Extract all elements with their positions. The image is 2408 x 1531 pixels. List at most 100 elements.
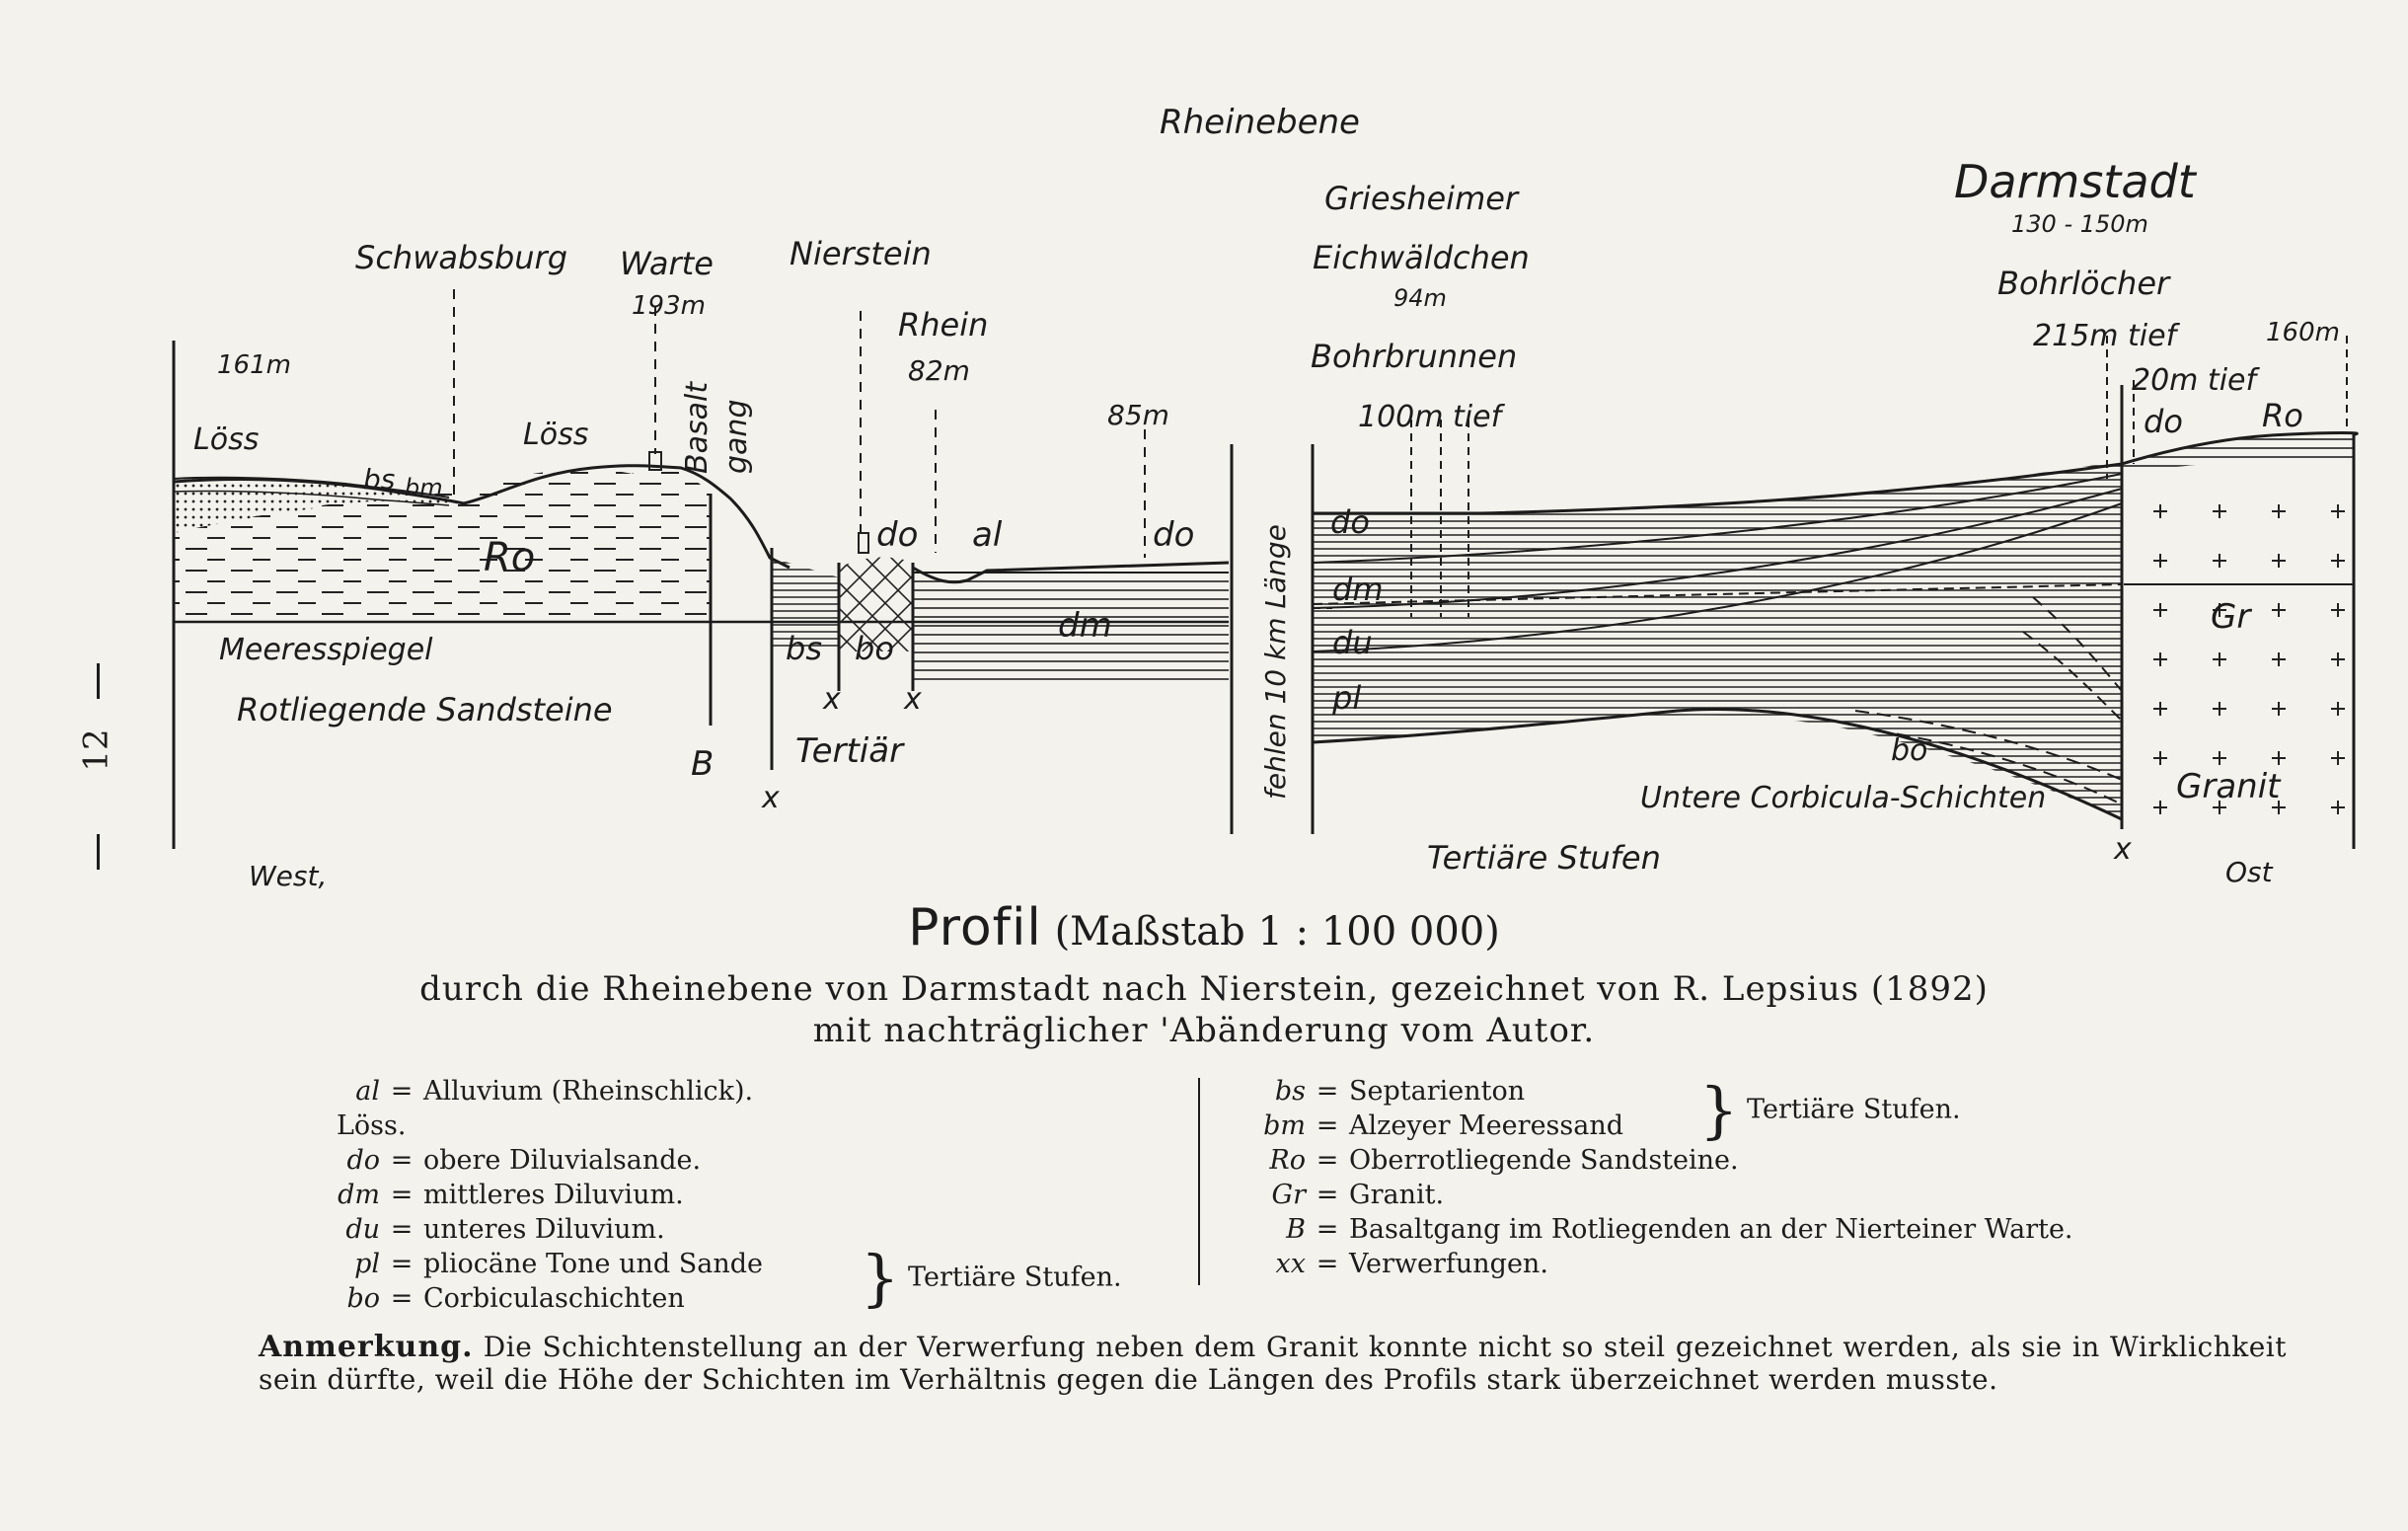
label-ro-2: Ro: [2262, 397, 2303, 434]
legend-row: xx=Verwerfungen.: [1248, 1247, 2073, 1281]
label-do-2: do: [1153, 515, 1194, 555]
bo-block: [839, 557, 913, 651]
label-do-1: do: [876, 515, 918, 555]
legend-equals: =: [390, 1214, 414, 1245]
sediment-layers: [1313, 464, 2122, 819]
legend-right-brace: }: [1699, 1074, 1739, 1146]
legend-right-group-label: Tertiäre Stufen.: [1747, 1094, 1961, 1125]
legend-equals: =: [1316, 1249, 1339, 1279]
label-dm-2: dm: [1332, 571, 1383, 608]
label-darmstadt-height: 130 - 150m: [2011, 210, 2148, 238]
label-bohrloecher: Bohrlöcher: [1997, 265, 2171, 302]
legend-row: du=unteres Diluvium.: [331, 1212, 763, 1247]
legend-row: Löss.: [337, 1109, 763, 1143]
legend-equals: =: [390, 1076, 414, 1107]
legend-text: Corbiculaschichten: [423, 1283, 685, 1314]
legend-row: al=Alluvium (Rheinschlick).: [331, 1074, 763, 1109]
legend-row: bm=Alzeyer Meeressand: [1248, 1109, 2073, 1143]
label-bohr215: 215m tief: [2033, 319, 2181, 353]
caption-title: Profil (Maßstab 1 : 100 000): [0, 898, 2408, 957]
label-nierstein: Nierstein: [790, 235, 932, 272]
label-85m: 85m: [1107, 399, 1169, 431]
label-rotliegende: Rotliegende Sandsteine: [237, 691, 613, 728]
label-eich-height: 94m: [1393, 284, 1447, 312]
legend-abbr: bs: [1274, 1076, 1306, 1107]
label-griesheimer: Griesheimer: [1324, 180, 1520, 217]
legend-equals: =: [1316, 1180, 1339, 1210]
darmstadt-surface-layer: [2122, 434, 2354, 474]
label-warte-height: 193m: [632, 291, 706, 321]
geological-profile-diagram: Rheinebene Schwabsburg Warte 193m Nierst…: [172, 103, 2359, 892]
legend-divider: [1198, 1078, 1200, 1285]
label-bohrbrunnen: Bohrbrunnen: [1311, 338, 1517, 375]
label-west: West,: [249, 860, 327, 892]
label-160m: 160m: [2266, 318, 2340, 347]
legend-equals: =: [1316, 1076, 1339, 1107]
legend-left-group-label: Tertiäre Stufen.: [908, 1262, 1122, 1293]
legend-abbr: Ro: [1269, 1145, 1306, 1176]
label-granit: Granit: [2176, 767, 2282, 806]
legend-text: Septarienton: [1349, 1076, 1526, 1107]
legend-row: bs = Septarienton: [1248, 1074, 2073, 1109]
legend-left: al=Alluvium (Rheinschlick).Löss.do=obere…: [331, 1074, 763, 1316]
label-bohr-depth: 100m tief: [1358, 400, 1506, 434]
legend-left-group: } Tertiäre Stufen.: [861, 1248, 1122, 1309]
label-meeresspiegel: Meeresspiegel: [219, 633, 433, 667]
label-rhein-height: 82m: [908, 354, 970, 387]
label-rheinebene: Rheinebene: [1160, 103, 1360, 142]
caption-scale: (Maßstab 1 : 100 000): [1054, 909, 1500, 955]
legend-row: Gr = Granit.: [1248, 1178, 2073, 1212]
note-paragraph: Anmerkung. Die Schichtenstellung an der …: [259, 1331, 2287, 1396]
page-number: 12: [76, 728, 116, 772]
label-do-3: do: [1330, 503, 1370, 541]
legend-text: Granit.: [1349, 1180, 1445, 1210]
legend-text: obere Diluvialsande.: [423, 1145, 702, 1176]
legend-equals: =: [390, 1145, 414, 1176]
legend-equals: =: [1316, 1214, 1339, 1245]
legend-text: Löss.: [337, 1110, 407, 1141]
caption-line-2: mit nachträglicher 'Abänderung vom Autor…: [812, 1011, 1596, 1050]
label-untere: Untere Corbicula-Schichten: [1640, 781, 2046, 815]
legend-text: Verwerfungen.: [1349, 1249, 1548, 1279]
legend-equals: =: [390, 1249, 414, 1279]
legend-text: Oberrotliegende Sandsteine.: [1349, 1145, 1739, 1176]
label-161m: 161m: [217, 350, 291, 380]
label-fehlen: fehlen 10 km Länge: [1259, 524, 1292, 800]
legend-abbr: pl: [354, 1249, 380, 1279]
east-panel: [1311, 336, 2359, 849]
legend-equals: =: [1316, 1145, 1339, 1176]
legend-row: pl = pliocäne Tone und Sande: [331, 1247, 763, 1281]
legend-row: Ro = Oberrotliegende Sandsteine.: [1248, 1143, 2073, 1178]
ro-layer: [174, 468, 711, 622]
label-bo-1: bo: [855, 630, 894, 667]
legend-abbr: do: [346, 1145, 380, 1176]
page-number-bar-top: [97, 663, 100, 699]
label-x2: x: [822, 682, 841, 717]
label-gang: gang: [719, 400, 754, 474]
legend-equals: =: [390, 1180, 414, 1210]
label-tertiaere-stufen: Tertiäre Stufen: [1427, 839, 1661, 877]
label-bs-2: bs: [786, 630, 822, 667]
terrain-surface-west: [173, 464, 790, 570]
tertiary-block: [772, 558, 839, 651]
label-x4: x: [2113, 832, 2132, 867]
legend-text: Alluvium (Rheinschlick).: [423, 1076, 754, 1107]
legend-right-group: } Tertiäre Stufen.: [1699, 1080, 1961, 1141]
legend-text: pliocäne Tone und Sande: [423, 1249, 763, 1279]
label-gr: Gr: [2211, 597, 2252, 637]
legend-text: unteres Diluvium.: [423, 1214, 665, 1245]
granite-block: [2124, 474, 2354, 849]
legend-text: mittleres Diluvium.: [423, 1180, 684, 1210]
label-ro: Ro: [484, 535, 535, 580]
legend-abbr: bm: [1263, 1110, 1306, 1141]
label-al: al: [972, 515, 1003, 555]
label-b: B: [691, 744, 714, 784]
legend-abbr: Gr: [1271, 1180, 1306, 1210]
legend-row: dm=mittleres Diluvium.: [331, 1178, 763, 1212]
label-schwabsburg: Schwabsburg: [355, 239, 567, 276]
legend-row: B=Basaltgang im Rotliegenden an der Nier…: [1248, 1212, 2072, 1247]
label-bm: bm: [405, 474, 443, 501]
dm-layer-west: [913, 573, 1229, 681]
label-pl: pl: [1331, 679, 1361, 717]
